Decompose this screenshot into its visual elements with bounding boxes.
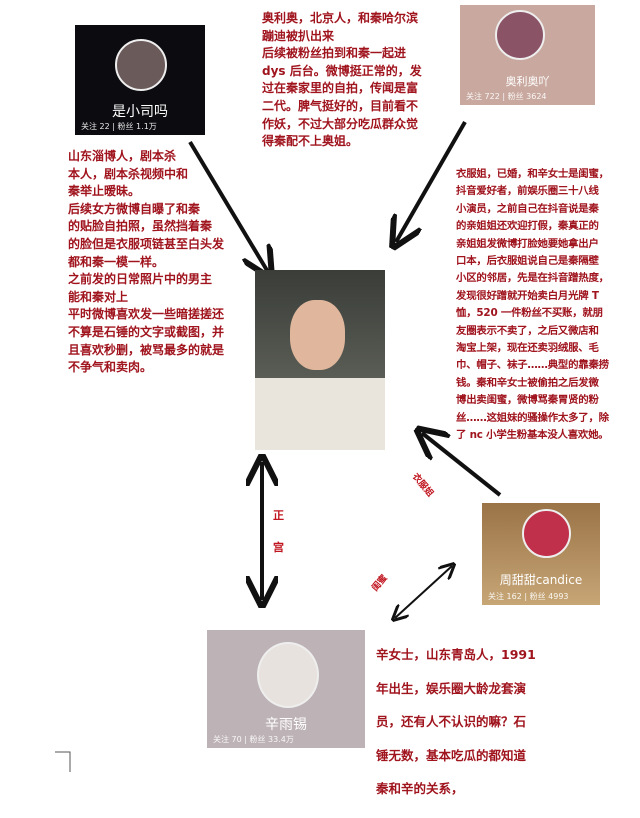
corner-mark	[55, 751, 71, 772]
label-zhenggong: 正宫	[273, 509, 284, 554]
avatar	[257, 642, 319, 708]
note-aolio: 奥利奥，北京人，和秦哈尔滨 蹦迪被扒出来 后续被粉丝拍到和秦一起进 dys 后台…	[262, 11, 422, 149]
fans-count: 粉丝 3624	[507, 92, 547, 101]
follow-count: 关注 22	[81, 122, 110, 131]
arrow-aolio	[396, 121, 467, 242]
avatar	[522, 509, 571, 558]
note-xin: 辛女士，山东青岛人，1991 年出生，娱乐圈大龄龙套演 员，还有人不认识的嘛？石…	[376, 647, 536, 796]
profile-name: 是小司吗	[112, 104, 168, 120]
arrow-yifujie	[422, 433, 502, 497]
profile-name: 辛雨锡	[265, 717, 307, 733]
avatar	[495, 10, 545, 60]
follow-count: 关注 722	[466, 92, 500, 101]
profile-card-aolio: 奥利奥吖 关注 722 | 粉丝 3624	[460, 5, 595, 105]
profile-card-xinyuxi: 辛雨锡 关注 70 | 粉丝 33.4万	[207, 630, 365, 748]
fans-count: 粉丝 1.1万	[117, 122, 157, 131]
profile-card-xiaosi: 是小司吗 关注 22 | 粉丝 1.1万	[75, 25, 205, 135]
follow-count: 关注 162	[488, 592, 522, 601]
note-xiaosi: 山东淄博人，剧本杀 本人，剧本杀视频中和 秦举止暧昧。 后续女方微博自曝了和秦 …	[68, 149, 225, 375]
fans-count: 粉丝 33.4万	[249, 735, 294, 744]
face	[290, 300, 345, 370]
profile-name: 周甜甜candice	[499, 573, 583, 587]
fans-count: 粉丝 4993	[529, 592, 569, 601]
arrow-xiaosi	[188, 140, 268, 272]
note-yifujie: 衣服姐，已婚，和辛女士是闺蜜， 抖音爱好者，前娱乐圈三十八线 小演员，之前自己在…	[456, 168, 609, 442]
profile-card-zhoutiantian: 周甜甜candice 关注 162 | 粉丝 4993	[482, 503, 600, 605]
follow-count: 关注 70	[213, 735, 242, 744]
arrow-guimi	[395, 566, 452, 618]
profile-name: 奥利奥吖	[505, 75, 550, 88]
avatar	[115, 39, 167, 91]
center-photo	[255, 270, 385, 450]
